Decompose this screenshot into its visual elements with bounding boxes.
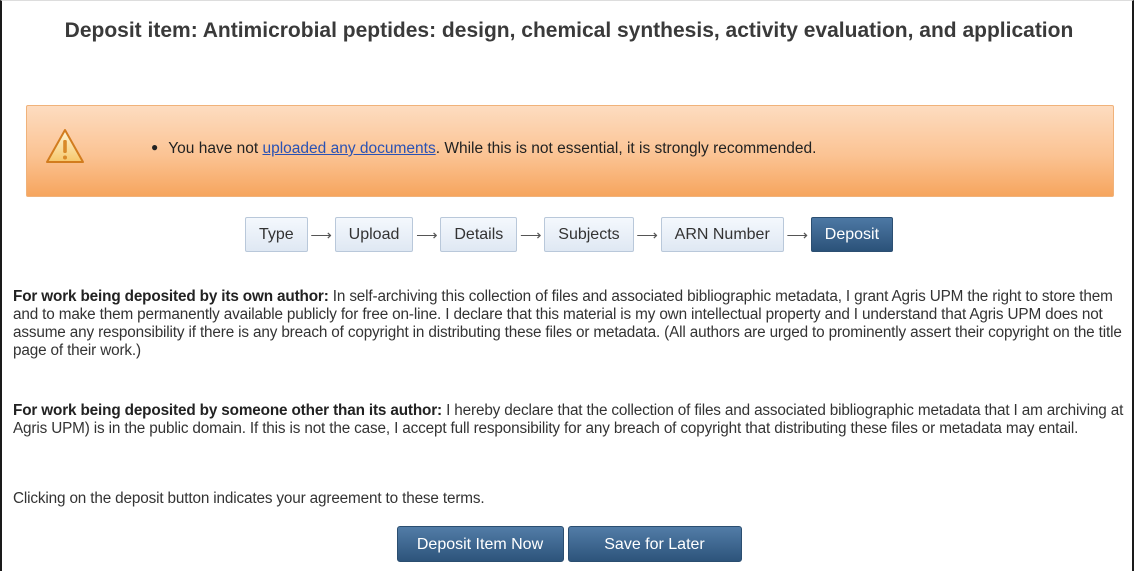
own-author-terms: For work being deposited by its own auth…: [13, 288, 1128, 360]
uploaded-documents-link[interactable]: uploaded any documents: [262, 140, 436, 157]
own-author-heading: For work being deposited by its own auth…: [13, 288, 329, 306]
warning-text-before: You have not: [168, 140, 263, 157]
agreement-note: Clicking on the deposit button indicates…: [13, 490, 485, 508]
action-buttons: Deposit Item Now Save for Later: [2, 526, 1136, 562]
page-title-text: Deposit item: Antimicrobial peptides: de…: [64, 19, 1074, 42]
other-author-heading: For work being deposited by someone othe…: [13, 402, 442, 420]
step-details[interactable]: Details: [440, 217, 518, 252]
workflow-steps: Type ⟶ Upload ⟶ Details ⟶ Subjects ⟶ ARN…: [2, 217, 1136, 252]
save-for-later-button[interactable]: Save for Later: [567, 526, 742, 562]
warning-banner: ● You have not uploaded any documents. Wh…: [26, 105, 1114, 197]
other-author-text: I hereby declare that the collection of …: [13, 402, 1124, 438]
step-upload[interactable]: Upload: [334, 217, 414, 252]
page-title: Deposit item: Antimicrobial peptides: de…: [2, 15, 1136, 46]
warning-message: ● You have not uploaded any documents. Wh…: [151, 140, 816, 158]
arrow-right-icon: ⟶: [310, 226, 332, 244]
step-subjects[interactable]: Subjects: [544, 217, 634, 252]
step-arn-number[interactable]: ARN Number: [660, 217, 784, 252]
own-author-text: In self-archiving this collection of fil…: [13, 288, 1122, 360]
arrow-right-icon: ⟶: [520, 226, 542, 244]
bullet-icon: ●: [151, 140, 159, 154]
step-type[interactable]: Type: [244, 217, 308, 252]
warning-text-after: . While this is not essential, it is str…: [435, 140, 817, 157]
arrow-right-icon: ⟶: [416, 226, 438, 244]
other-author-terms: For work being deposited by someone othe…: [13, 402, 1128, 438]
step-deposit[interactable]: Deposit: [810, 217, 894, 252]
warning-triangle-icon: [46, 129, 84, 163]
arrow-right-icon: ⟶: [636, 226, 658, 244]
deposit-item-now-button[interactable]: Deposit Item Now: [396, 526, 564, 562]
arrow-right-icon: ⟶: [786, 226, 809, 244]
